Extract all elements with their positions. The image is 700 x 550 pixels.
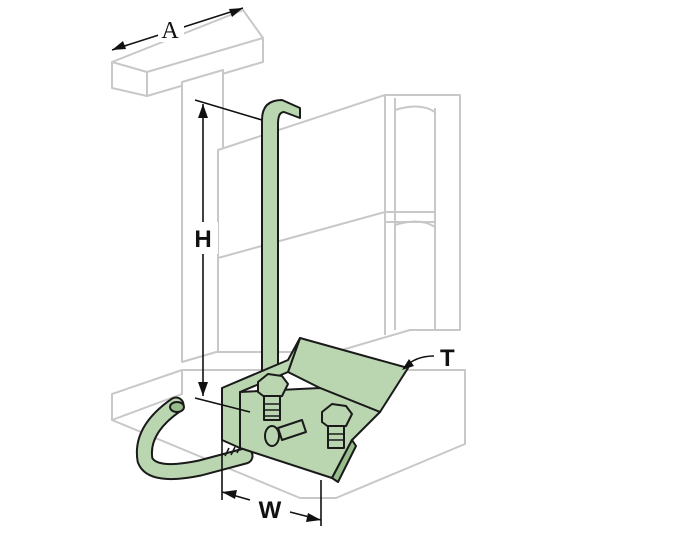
dim-h-ext-bottom xyxy=(194,397,251,413)
bolt-left xyxy=(257,373,289,421)
channel-body xyxy=(217,94,461,353)
rod-hook-fill xyxy=(137,398,252,479)
j-hook-rod xyxy=(135,99,301,481)
dim-a-arrow-left xyxy=(112,41,126,50)
dimension-w: W xyxy=(221,440,322,526)
clamp-front-lip xyxy=(331,439,357,483)
bolt-cross-head xyxy=(264,425,280,447)
channel-inner-slot xyxy=(394,105,436,228)
dim-h-label: H xyxy=(194,226,211,253)
rod-vertical xyxy=(261,99,301,389)
bolt-cross-shank xyxy=(277,419,307,441)
dim-w-label: W xyxy=(259,497,282,524)
dim-a-arrow-right xyxy=(229,8,243,17)
dim-t-label: T xyxy=(440,345,455,372)
dimension-a: A xyxy=(111,7,244,51)
bolt-right-thread xyxy=(328,433,344,441)
bolt-right xyxy=(321,403,353,449)
dim-a-label: A xyxy=(161,18,179,44)
dim-t-arrow xyxy=(402,359,414,370)
bolt-left-thread xyxy=(264,403,280,417)
channel-lip-top xyxy=(384,95,436,335)
dim-w-arrow-left xyxy=(222,490,237,499)
dimension-t: T xyxy=(402,345,455,372)
dim-w-arrow-right xyxy=(306,513,321,522)
dim-h-ext-top xyxy=(194,99,263,121)
bolt-cross xyxy=(264,419,307,447)
dim-h-arrow-bottom xyxy=(198,382,208,396)
strut-channel xyxy=(217,94,461,353)
beam-top-flange xyxy=(111,9,264,97)
dimension-h: H xyxy=(188,99,263,413)
rod-hook-end xyxy=(169,401,185,413)
dim-h-arrow-top xyxy=(198,104,208,118)
beam-top-flange-edge xyxy=(111,37,264,96)
beam-bottom-flange-edge xyxy=(111,370,183,421)
bolt-left-shank xyxy=(263,395,281,421)
bolt-right-head xyxy=(321,403,353,429)
bolt-right-shank xyxy=(327,425,345,449)
bolt-left-head xyxy=(257,373,289,399)
